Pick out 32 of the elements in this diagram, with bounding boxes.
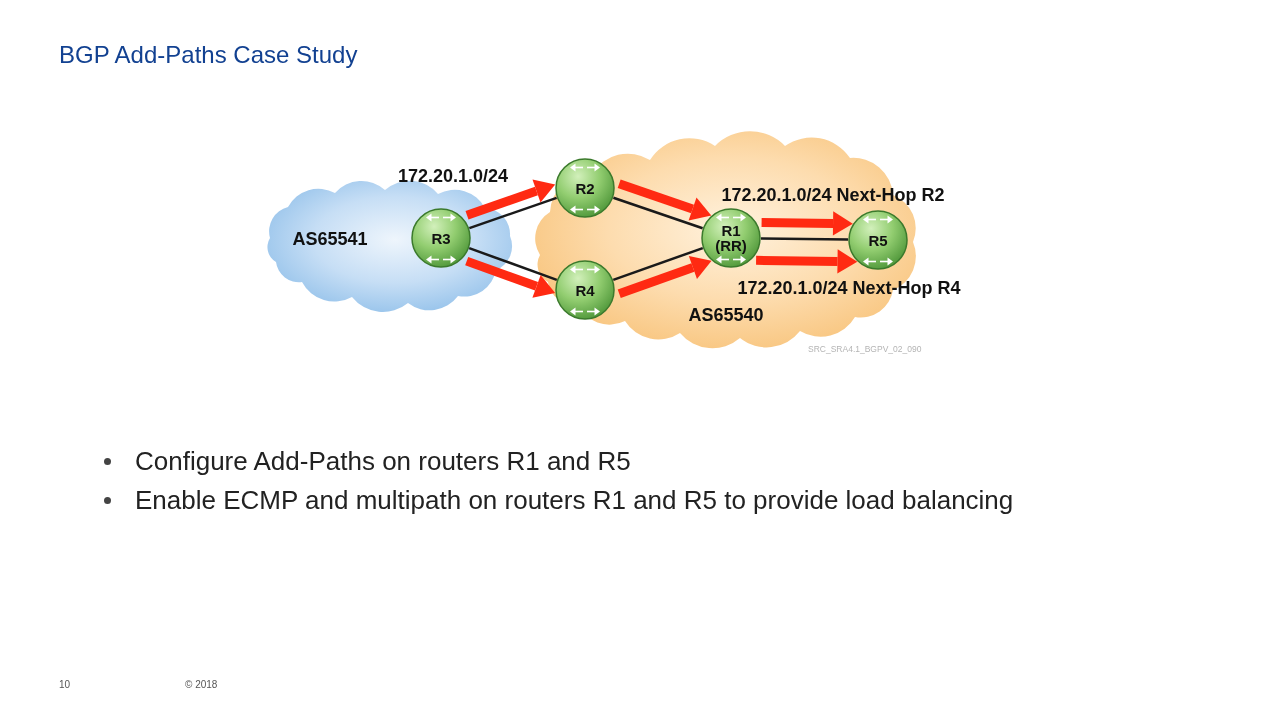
link-line (612, 246, 704, 282)
edge-label: 172.20.1.0/24 Next-Hop R2 (721, 184, 945, 206)
router-label: R1 (RR) (715, 223, 747, 253)
router-label: R2 (575, 180, 595, 196)
router-circle (555, 260, 615, 320)
router-label: R3 (431, 230, 451, 246)
arrow (465, 256, 556, 298)
as-number-label: AS65541 (292, 228, 368, 250)
bullet-text: Enable ECMP and multipath on routers R1 and R5 to provide load balancing (135, 485, 1014, 515)
link-line (468, 196, 558, 230)
link-line (468, 247, 558, 281)
arrow (761, 211, 853, 236)
router-circle (411, 208, 471, 268)
bullet-text: Configure Add-Paths on routers R1 and R5 (135, 446, 631, 476)
edge-label: 172.20.1.0/24 (397, 165, 509, 187)
link-line (761, 237, 848, 241)
link-line (612, 196, 704, 230)
as-number-label: AS65540 (688, 304, 764, 326)
arrow (617, 256, 712, 298)
reference-code: SRC_SRA4.1_BGPV_02_090 (808, 344, 922, 355)
page-number: 10 (59, 679, 71, 691)
arrow (617, 179, 712, 221)
router-circle (701, 208, 761, 268)
slide-title: BGP Add-Paths Case Study (59, 40, 358, 70)
arrow (756, 249, 858, 274)
router-circle (555, 158, 615, 218)
router-label: R5 (868, 232, 888, 248)
edge-label: 172.20.1.0/24 Next-Hop R4 (737, 277, 961, 299)
arrow (465, 179, 556, 220)
router-circle (848, 210, 908, 270)
router-label: R4 (575, 282, 595, 298)
copyright-notice: © 2018 (185, 679, 218, 691)
